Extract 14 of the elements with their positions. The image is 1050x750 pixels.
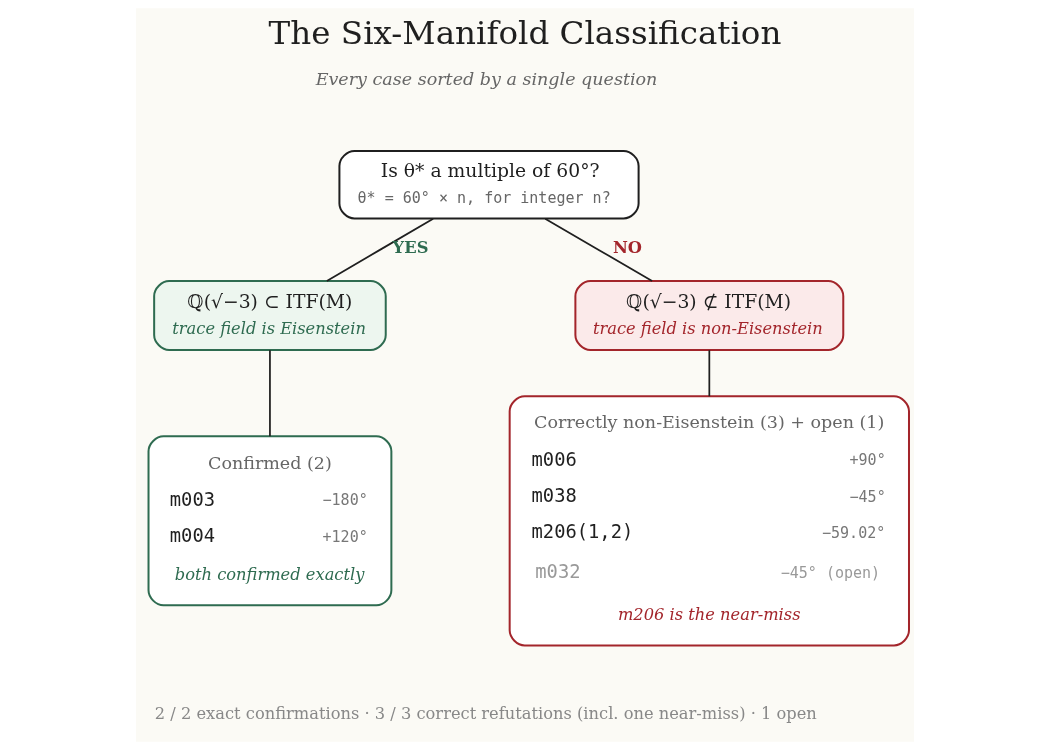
node-box: ℚ(√−3) ⊂ ITF(M) trace field is Eisenstein [153, 280, 387, 351]
label: 2 / 2 exact confirmations · 3 / 3 correct refutations (incl. one near-miss) · 1 open [154, 703, 817, 723]
connector [708, 349, 711, 398]
connector [325, 217, 435, 282]
label: Every case sorted by a single question [315, 69, 658, 90]
node-box: Confirmed (2) m003 −180° m004 +120° both confirmed exactly [147, 435, 393, 607]
node-box: Correctly non-Eisenstein (3) + open (1) m006 +90° m038 −45° m206(1,2) −59.02° m032 −45° (open) m206 is the near-miss [508, 395, 910, 647]
connector [544, 217, 653, 282]
edge-label: YES [392, 237, 429, 257]
connector [269, 349, 271, 438]
node-box: ℚ(√−3) ⊄ ITF(M) trace field is non-Eisenstein [574, 280, 845, 351]
edge-label: NO [612, 237, 642, 257]
diagram-title: The Six-Manifold Classification [268, 14, 782, 53]
node-box: Is θ* a multiple of 60°? θ* = 60° × n, for integer n? [338, 149, 640, 220]
